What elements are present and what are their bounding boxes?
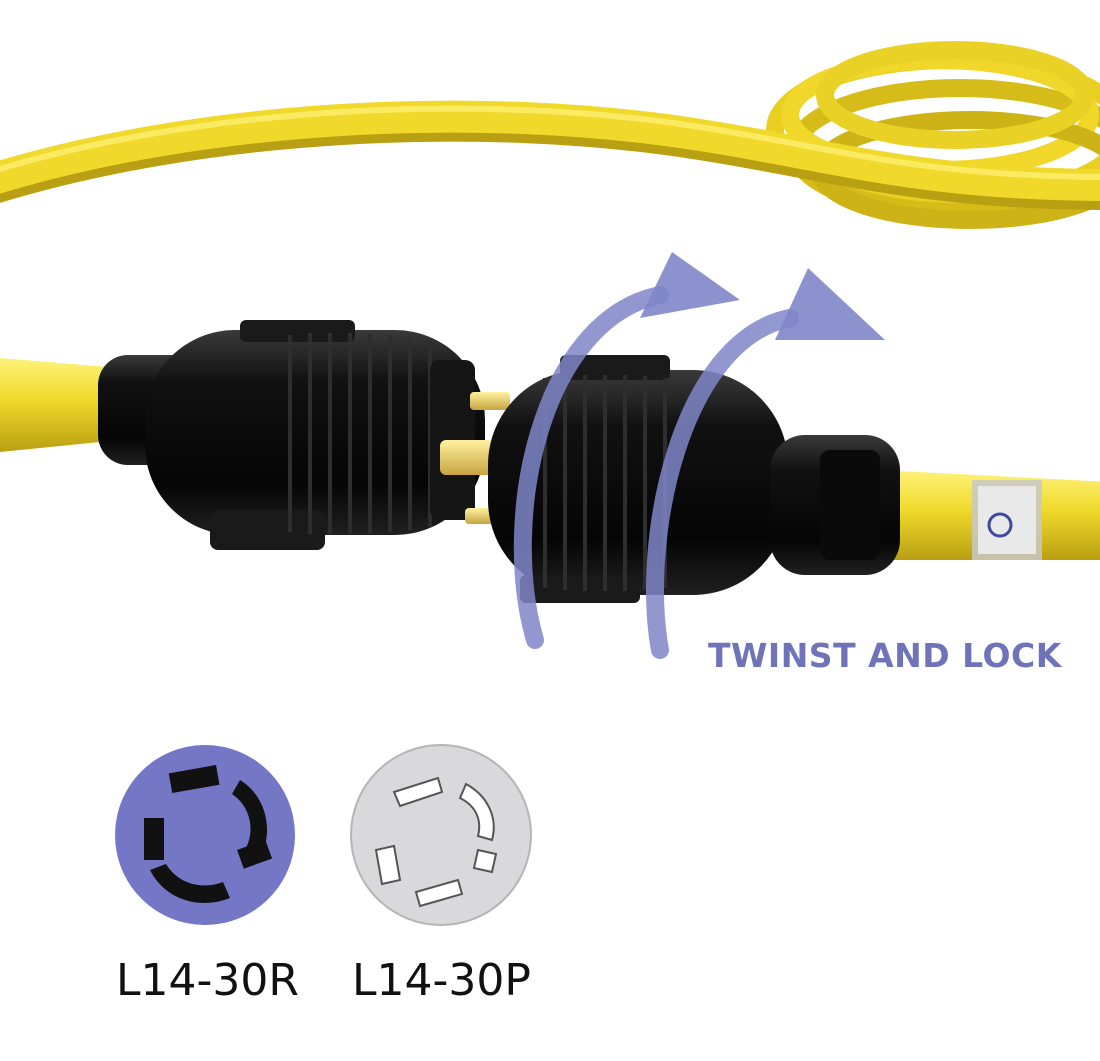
plug-label: L14-30P (352, 955, 531, 1006)
receptacle-face-icon (115, 745, 295, 925)
twist-and-lock-caption: TWINST AND LOCK (708, 636, 1062, 675)
twist-arrows (513, 286, 799, 659)
cord-left (0, 358, 120, 452)
receptacle-label: L14-30R (116, 955, 299, 1006)
right-connector (488, 355, 900, 603)
left-connector (98, 320, 485, 550)
plug-face-icon (350, 744, 532, 926)
